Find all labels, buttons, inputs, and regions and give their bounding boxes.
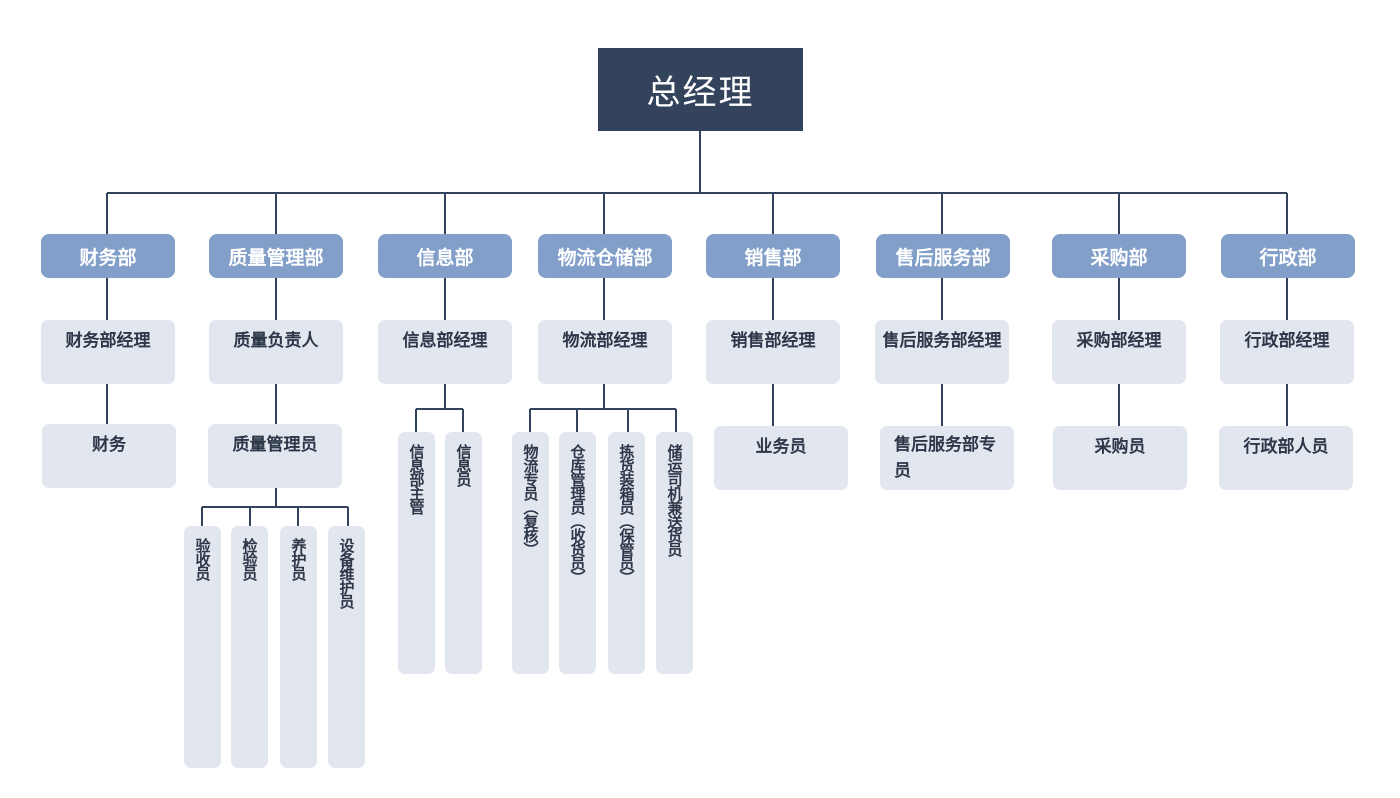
manager-administration: 行政部经理 (1220, 320, 1354, 384)
manager-procurement: 采购部经理 (1052, 320, 1186, 384)
role-info-clerk: 信息员 (445, 432, 482, 674)
dept-after-sales: 售后服务部 (876, 234, 1010, 278)
staff-quality-admin: 质量管理员 (208, 424, 342, 488)
role-maintenance-keeper: 养护员 (280, 526, 317, 768)
manager-after-sales: 售后服务部经理 (875, 320, 1009, 384)
dept-quality: 质量管理部 (209, 234, 343, 278)
role-warehouse-admin: 仓库管理员（收货员） (559, 432, 596, 674)
role-logistics-specialist: 物流专员（复核） (512, 432, 549, 674)
dept-procurement: 采购部 (1052, 234, 1186, 278)
role-driver-delivery: 储运司机兼送货员 (656, 432, 693, 674)
manager-sales: 销售部经理 (706, 320, 840, 384)
dept-logistics: 物流仓储部 (538, 234, 672, 278)
staff-sales: 业务员 (714, 426, 848, 490)
dept-administration: 行政部 (1221, 234, 1355, 278)
role-inspector: 检验员 (231, 526, 268, 768)
role-equipment-maintainer: 设备维护员 (328, 526, 365, 768)
role-picker-packer: 拣货装箱员（保管员） (608, 432, 645, 674)
staff-finance: 财务 (42, 424, 176, 488)
root-node: 总经理 (598, 48, 803, 131)
manager-logistics: 物流部经理 (538, 320, 672, 384)
manager-information: 信息部经理 (378, 320, 512, 384)
role-receiving-inspector: 验收员 (184, 526, 221, 768)
dept-sales: 销售部 (706, 234, 840, 278)
staff-administration: 行政部人员 (1219, 426, 1353, 490)
staff-after-sales: 售后服务部专员 (880, 426, 1014, 490)
manager-finance: 财务部经理 (41, 320, 175, 384)
manager-quality: 质量负责人 (209, 320, 343, 384)
role-info-supervisor: 信息部主管 (398, 432, 435, 674)
staff-procurement: 采购员 (1053, 426, 1187, 490)
dept-information: 信息部 (378, 234, 512, 278)
dept-finance: 财务部 (41, 234, 175, 278)
